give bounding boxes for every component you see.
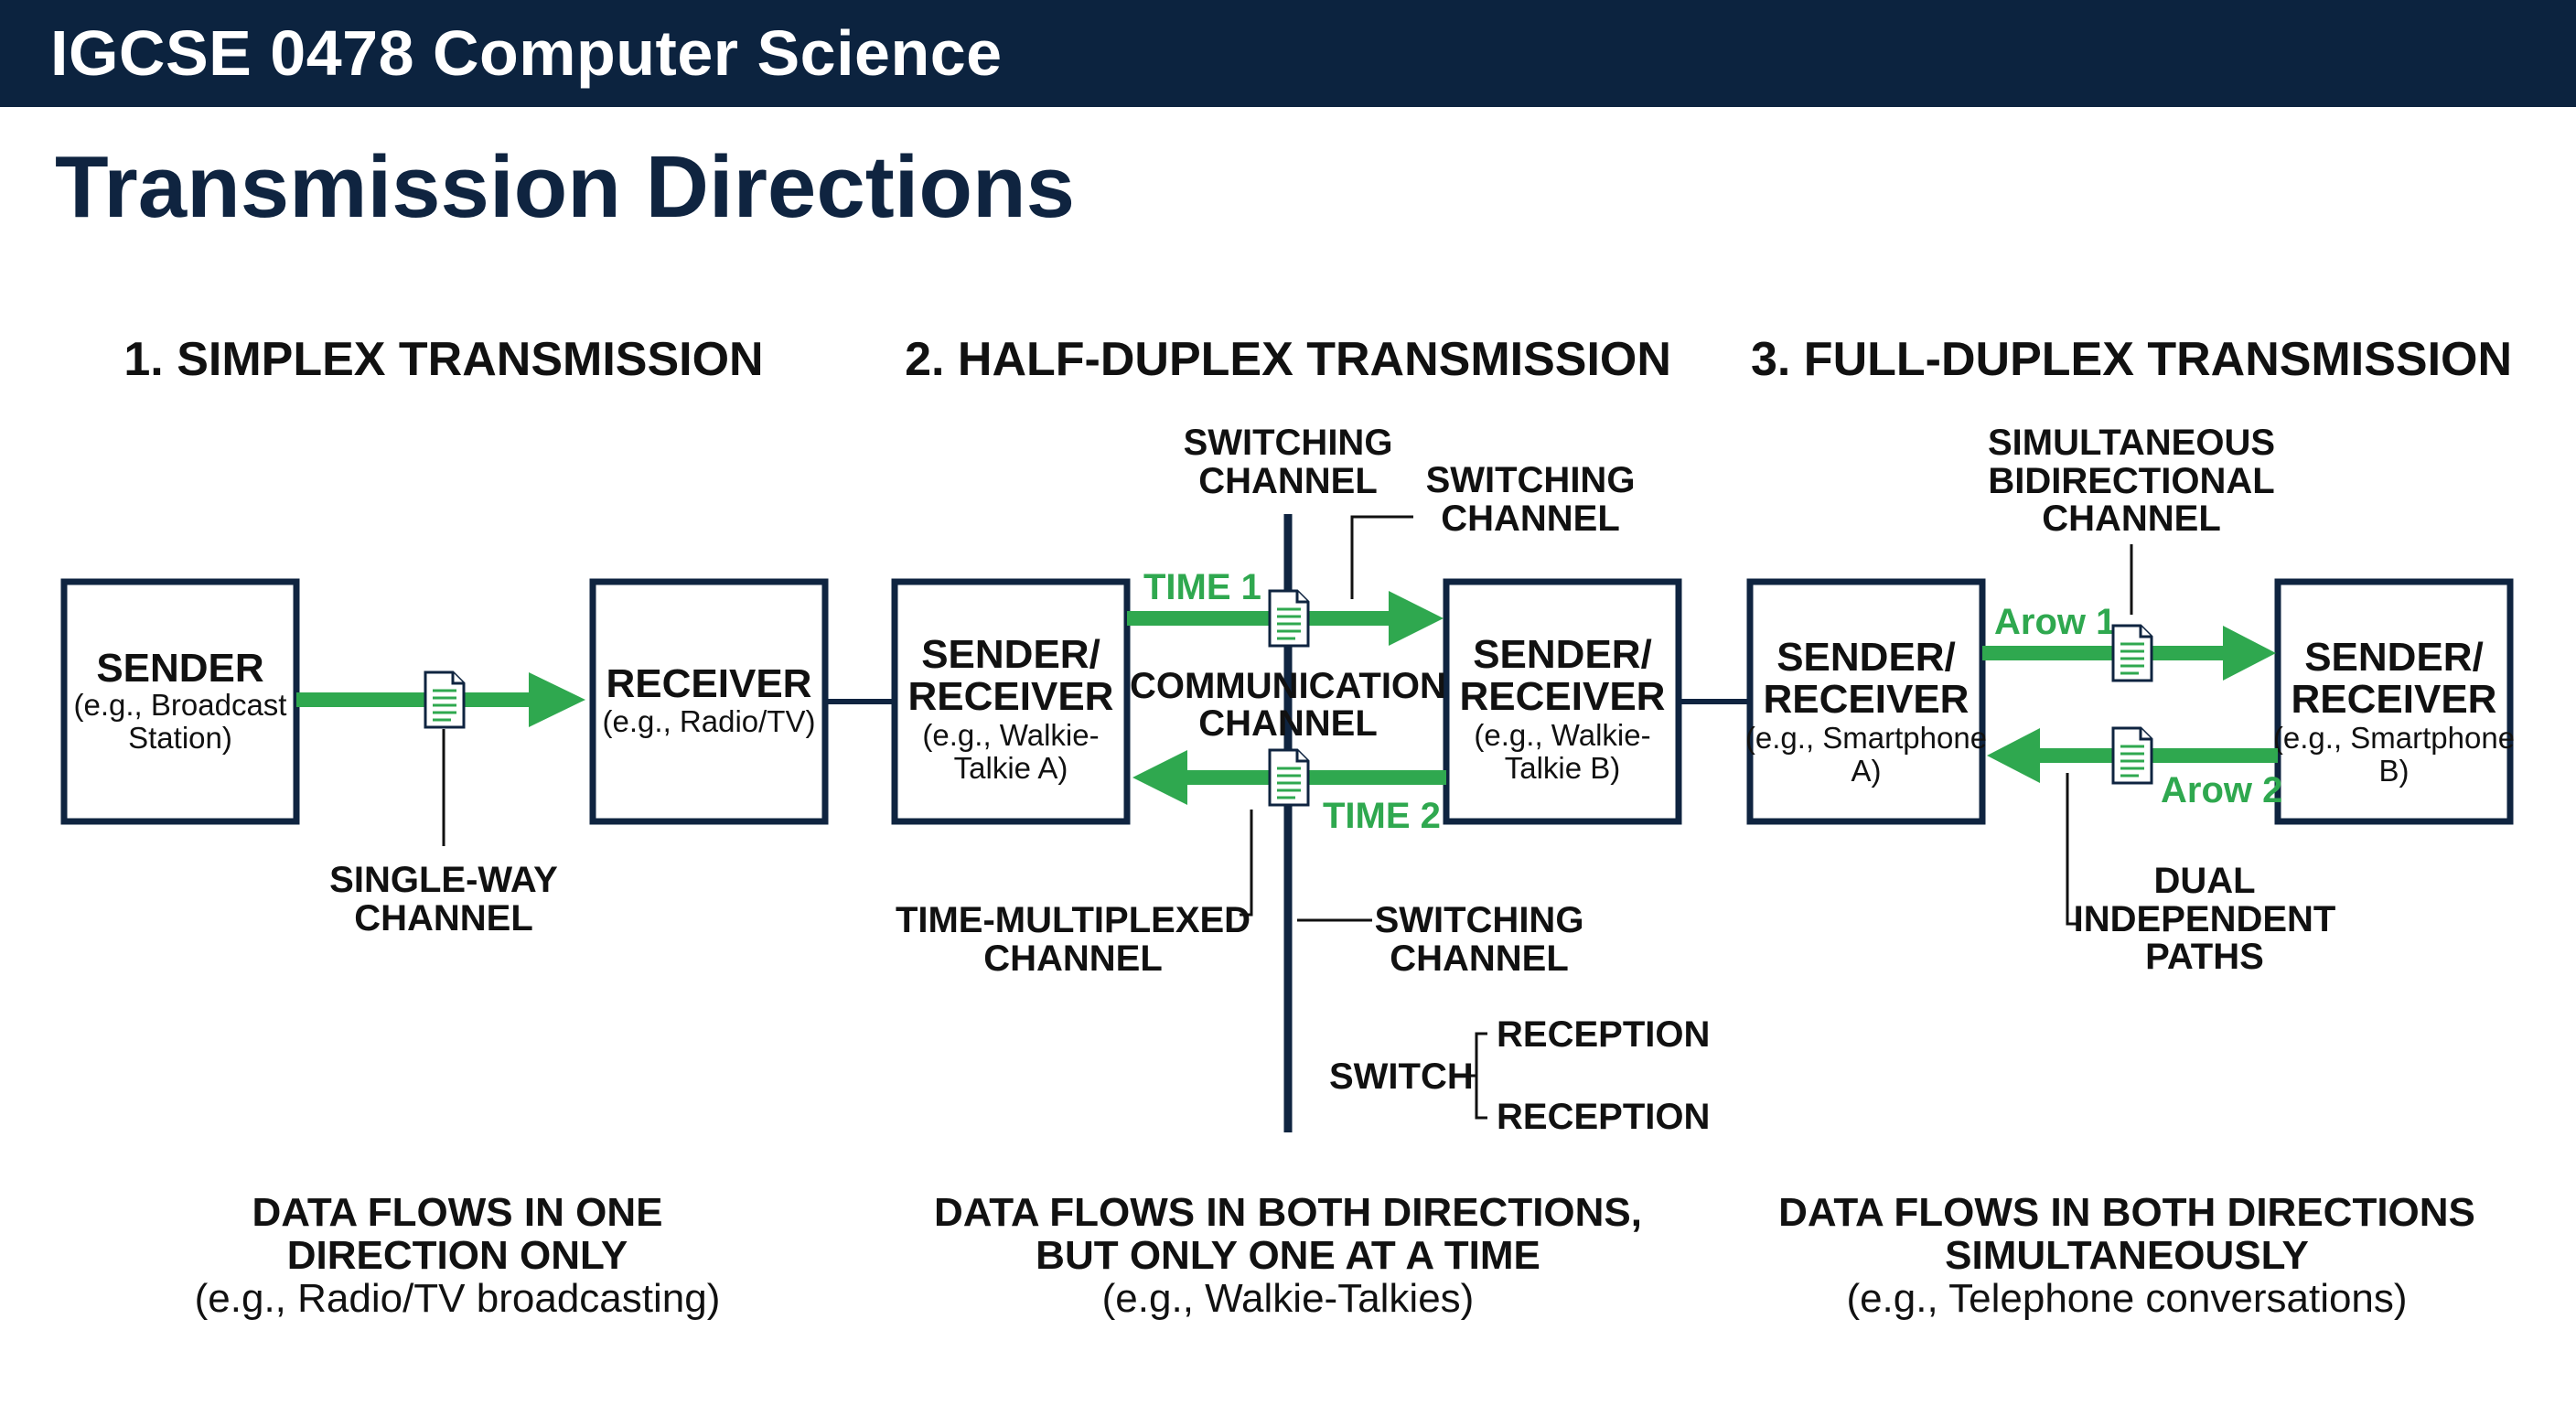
sender-label: SENDER [96,646,263,691]
arrow-2-shaft [2037,748,2278,763]
switching-bottom-line-1: SWITCHING [1375,900,1584,940]
walkie-talkie-b-box [1443,578,1682,825]
document-icon [1268,748,1310,807]
full-duplex-section: 3. FULL-DUPLEX TRANSMISSION SIMULTANEOUS… [1745,333,2515,1321]
time-2-arrow-shaft [1180,770,1446,785]
switching-right-line-2: CHANNEL [1441,499,1620,539]
dual-paths-line-1: DUAL [2153,861,2255,901]
simultaneous-channel-line-3: CHANNEL [2042,499,2221,539]
document-icon [1268,589,1310,648]
document-icon [424,670,466,729]
simultaneous-channel-line-1: SIMULTANEOUS [1988,423,2275,463]
dual-paths-line-2: INDEPENDENT [2074,899,2336,939]
dual-paths-callout [2066,773,2078,926]
page-title: Transmission Directions [55,138,1076,236]
arrow-2-label: Arow 2 [2161,770,2282,810]
device-a-label-line-1: SENDER/ [921,632,1100,677]
full-duplex-title: 3. FULL-DUPLEX TRANSMISSION [1751,333,2512,386]
receiver-example: (e.g., Radio/TV) [603,704,816,738]
half-duplex-caption-example: (e.g., Walkie-Talkies) [1102,1276,1475,1321]
smartphone-a-box [1746,578,1986,825]
walkie-talkie-a-box [891,578,1131,825]
half-duplex-title: 2. HALF-DUPLEX TRANSMISSION [905,333,1671,386]
receiver-label: RECEIVER [606,661,812,706]
simplex-caption-example: (e.g., Radio/TV broadcasting) [195,1276,721,1321]
communication-channel-line-1: COMMUNICATION [1130,666,1446,706]
device-a-label-line-1: SENDER/ [1776,635,1956,680]
sender-example-line-1: (e.g., Broadcast [74,688,287,722]
device-a-example-line-1: (e.g., Walkie- [922,718,1099,752]
device-a-example-line-2: Talkie A) [954,751,1068,785]
reception-1-label: RECEPTION [1497,1014,1710,1055]
full-duplex-caption-line-2: SIMULTANEOUSLY [1945,1233,2309,1278]
sender-example-line-2: Station) [128,721,232,755]
device-b-label-line-2: RECEIVER [1460,674,1666,719]
channel-label-line-2: CHANNEL [354,898,533,938]
switching-right-line-1: SWITCHING [1426,460,1636,500]
half-duplex-section: 2. HALF-DUPLEX TRANSMISSION SWITCHING CH… [891,333,1710,1321]
device-b-example-line-1: (e.g., Smartphone [2273,721,2515,755]
device-a-label-line-2: RECEIVER [908,674,1114,719]
simplex-section: 1. SIMPLEX TRANSMISSION SENDER (e.g., Br… [60,333,829,1321]
switching-top-line-2: CHANNEL [1198,461,1378,501]
full-duplex-caption-example: (e.g., Telephone conversations) [1846,1276,2407,1321]
time-1-arrow-shaft [1127,611,1394,626]
device-a-example-line-2: A) [1852,754,1882,788]
simultaneous-channel-line-2: BIDIRECTIONAL [1988,461,2274,501]
time-2-arrow-head [1132,750,1187,805]
switching-bottom-line-2: CHANNEL [1390,938,1569,979]
device-b-label-line-2: RECEIVER [2292,677,2497,722]
half-duplex-caption-line-1: DATA FLOWS IN BOTH DIRECTIONS, [934,1190,1642,1235]
simplex-arrow-shaft [296,692,536,707]
course-title: IGCSE 0478 Computer Science [50,17,1003,89]
document-icon [2111,726,2153,785]
switch-label: SWITCH [1329,1056,1474,1097]
simplex-caption-line-2: DIRECTION ONLY [287,1233,628,1278]
arrow-2-head [1987,728,2040,783]
arrow-1-head [2223,626,2276,681]
time-multiplexed-line-2: CHANNEL [983,938,1163,979]
time-1-label: TIME 1 [1143,567,1261,607]
time-multiplexed-line-1: TIME-MULTIPLEXED [896,900,1250,940]
device-b-label-line-1: SENDER/ [2304,635,2484,680]
document-icon [2111,624,2153,682]
dual-paths-line-3: PATHS [2145,937,2264,977]
device-a-example-line-1: (e.g., Smartphone [1745,721,1987,755]
switch-bracket [1475,1032,1487,1120]
device-a-label-line-2: RECEIVER [1764,677,1970,722]
simplex-arrow-head [529,672,585,727]
switching-top-line-1: SWITCHING [1184,423,1393,463]
time-multiplexed-callout [1240,810,1253,917]
time-2-label: TIME 2 [1323,796,1441,836]
half-duplex-caption-line-2: BUT ONLY ONE AT A TIME [1036,1233,1540,1278]
receiver-box [589,578,829,825]
time-1-arrow-head [1389,591,1444,646]
simplex-title: 1. SIMPLEX TRANSMISSION [123,333,763,386]
reception-2-label: RECEPTION [1497,1097,1710,1137]
header-bar: IGCSE 0478 Computer Science [0,0,2576,107]
channel-label-line-1: SINGLE-WAY [329,860,558,900]
switching-right-callout [1350,515,1413,599]
simplex-caption-line-1: DATA FLOWS IN ONE [252,1190,663,1235]
device-b-example-line-1: (e.g., Walkie- [1474,718,1650,752]
arrow-1-shaft [1982,646,2234,660]
device-b-example-line-2: B) [2379,754,2410,788]
smartphone-b-box [2274,578,2514,825]
device-b-label-line-1: SENDER/ [1473,632,1652,677]
full-duplex-caption-line-1: DATA FLOWS IN BOTH DIRECTIONS [1778,1190,2475,1235]
device-b-example-line-2: Talkie B) [1505,751,1621,785]
communication-channel-line-2: CHANNEL [1198,703,1378,744]
arrow-1-label: Arow 1 [1994,602,2116,642]
